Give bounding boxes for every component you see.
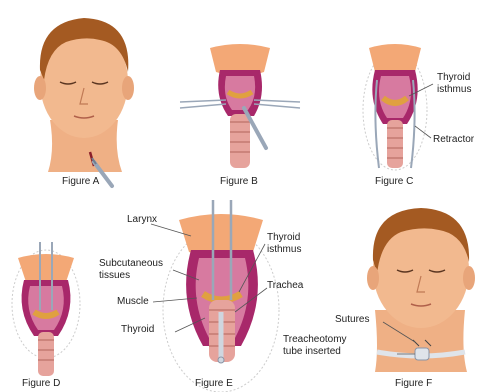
figure-f-sutures-label: Sutures <box>335 314 369 325</box>
figure-f-tube-inserted-label: tube inserted <box>283 346 341 357</box>
figure-e-subcutaneous-label: Subcutaneous <box>99 258 163 269</box>
figure-e-thyroid-label: Thyroid <box>121 324 154 335</box>
figure-f-illustration <box>335 200 485 392</box>
figure-e-tissues-label: tissues <box>99 270 130 281</box>
figure-b-illustration <box>170 0 320 190</box>
figure-e-isthmus-label: isthmus <box>267 244 301 255</box>
figure-d-illustration <box>0 240 90 392</box>
figure-c-caption: Figure C <box>375 176 413 187</box>
figure-a-illustration <box>0 0 160 190</box>
figure-e-muscle-label: Muscle <box>117 296 149 307</box>
figure-d-caption: Figure D <box>22 378 60 389</box>
figure-a-caption: Figure A <box>62 176 99 187</box>
figure-e-larynx-label: Larynx <box>127 214 157 225</box>
figure-e-trachea-label: Trachea <box>267 280 303 291</box>
figure-f-tube-label: Treacheotomy <box>283 334 347 345</box>
figure-f-panel: Sutures Treacheotomy tube inserted Figur… <box>335 200 485 392</box>
figure-e-caption: Figure E <box>195 378 233 389</box>
figure-e-thyroid-isthmus-label: Thyroid <box>267 232 300 243</box>
figure-c-panel: Thyroid isthmus Retractor Figure C <box>355 0 485 190</box>
figure-a-panel: Figure A <box>0 0 160 190</box>
figure-d-panel: Figure D <box>0 240 90 392</box>
figure-b-caption: Figure B <box>220 176 258 187</box>
figure-c-isthmus-label: isthmus <box>437 84 471 95</box>
figure-c-thyroid-label: Thyroid <box>437 72 470 83</box>
figure-b-panel: Figure B <box>170 0 320 190</box>
figure-f-caption: Figure F <box>395 378 432 389</box>
figure-e-panel: Larynx Subcutaneous tissues Muscle Thyro… <box>95 200 335 392</box>
figure-c-illustration <box>355 0 485 190</box>
figure-c-retractor-label: Retractor <box>433 134 474 145</box>
